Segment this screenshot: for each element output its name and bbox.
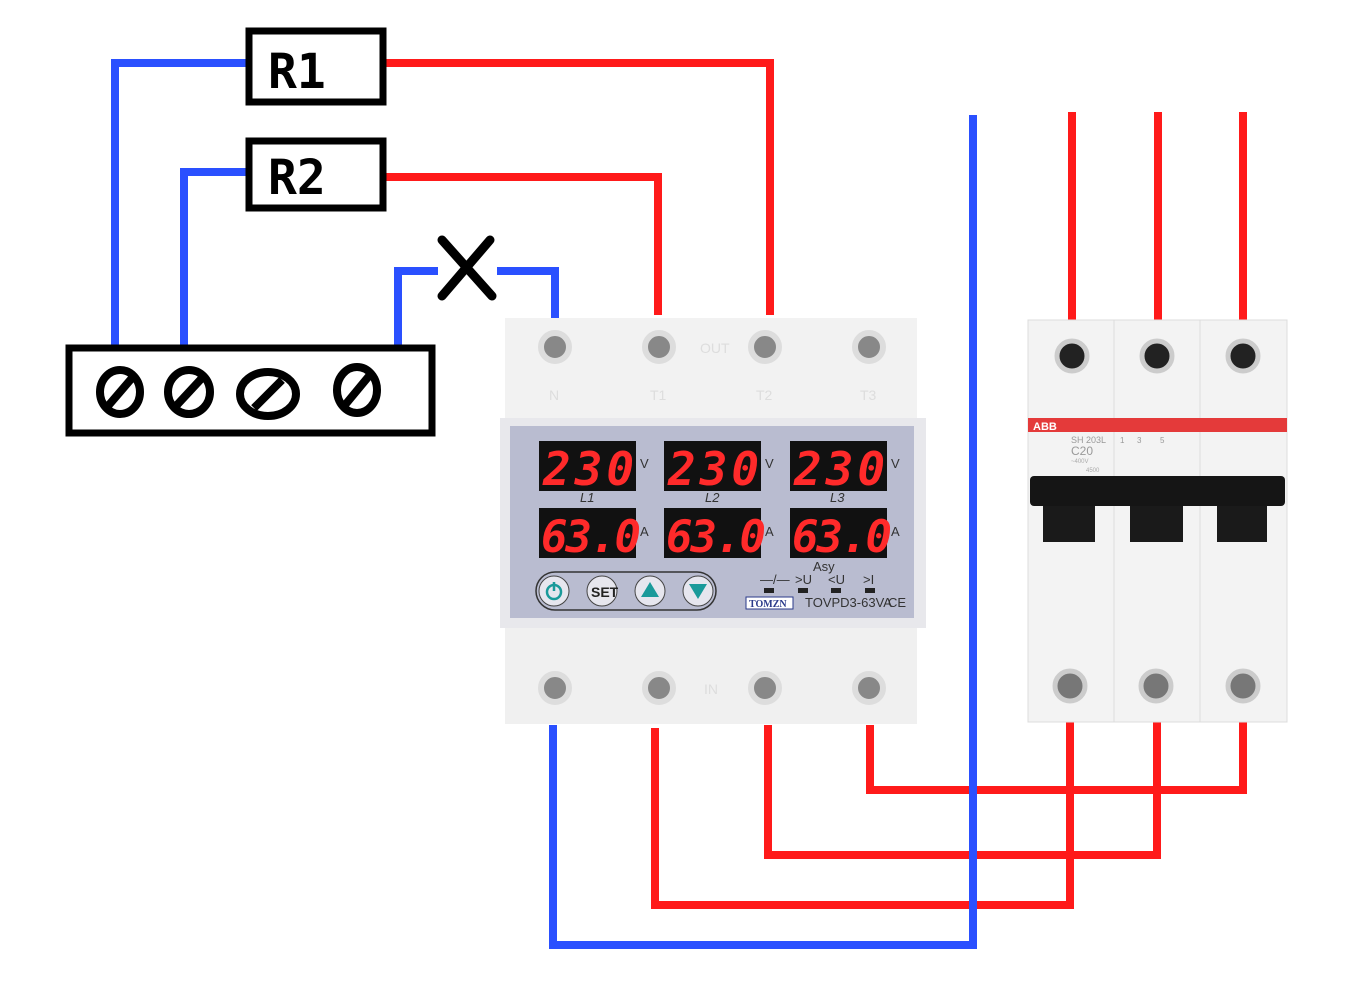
neutral-wire-cut-left bbox=[394, 267, 438, 347]
set-button[interactable]: SET bbox=[586, 575, 619, 607]
neutral-wire-cut-right bbox=[497, 267, 559, 318]
triangle-up-icon bbox=[641, 582, 659, 597]
in-label: IN bbox=[704, 681, 718, 697]
indicator-label: >U bbox=[795, 572, 812, 587]
indicator-label: >I bbox=[863, 572, 874, 587]
breaker-voltage: ~400V bbox=[1071, 459, 1089, 465]
breaker-brand: ABB bbox=[1033, 421, 1057, 433]
wires bbox=[111, 59, 1247, 949]
voltage-l1: 230 bbox=[542, 442, 638, 496]
down-button[interactable] bbox=[682, 575, 714, 607]
resistor-r2: R2 bbox=[245, 137, 387, 212]
set-label: SET bbox=[591, 584, 619, 600]
phase-wire-l1 bbox=[651, 720, 1074, 909]
phase-label: L3 bbox=[830, 490, 845, 505]
breaker-rating: C20 bbox=[1071, 444, 1093, 458]
tomzn-relay-device: N T1 T2 T3 OUT IN 230 230 230 V V V L1 L… bbox=[500, 318, 926, 724]
neutral-wire-r1 bbox=[111, 59, 248, 347]
pole-label: 5 bbox=[1160, 436, 1165, 445]
ce-mark: CE bbox=[888, 595, 906, 610]
brand-logo bbox=[745, 596, 794, 610]
neutral-wire-r2 bbox=[180, 168, 248, 347]
current-l2: 63.0 bbox=[666, 512, 764, 563]
current-displays: 63.0 63.0 63.0 A A A bbox=[539, 508, 900, 563]
voltage-l2: 230 bbox=[667, 442, 763, 496]
pole-label: 1 bbox=[1120, 436, 1125, 445]
abb-circuit-breaker: ABB SH 203L C20 ~400V 4500 1 3 5 bbox=[1027, 319, 1288, 723]
pole-label: 3 bbox=[1137, 436, 1142, 445]
phase-label: L2 bbox=[705, 490, 720, 505]
unit-label: V bbox=[765, 456, 774, 471]
unit-label: A bbox=[765, 524, 774, 539]
brand-label: TOMZN bbox=[749, 599, 787, 610]
resistor-label: R2 bbox=[268, 150, 326, 206]
phase-label: L1 bbox=[580, 490, 594, 505]
neutral-main-wire bbox=[549, 115, 977, 949]
breaker-capacity: 4500 bbox=[1086, 468, 1100, 474]
power-button[interactable] bbox=[538, 575, 570, 607]
cut-x-icon bbox=[437, 235, 497, 301]
current-l3: 63.0 bbox=[792, 512, 890, 563]
button-panel bbox=[535, 571, 717, 611]
terminal-block bbox=[65, 344, 436, 437]
up-button[interactable] bbox=[634, 575, 666, 607]
triangle-down-icon bbox=[689, 584, 707, 599]
indicator-label: —/— bbox=[760, 572, 790, 587]
phase-wire-r2 bbox=[384, 173, 662, 315]
terminal-label: T1 bbox=[650, 387, 667, 403]
current-l1: 63.0 bbox=[541, 512, 639, 563]
breaker-model: SH 203L bbox=[1071, 435, 1106, 445]
breaker-toggle-handle[interactable] bbox=[1030, 476, 1285, 542]
terminal-label: T2 bbox=[756, 387, 773, 403]
voltage-displays: 230 230 230 V V V L1 L2 L3 bbox=[539, 441, 900, 505]
unit-label: V bbox=[891, 456, 900, 471]
voltage-l3: 230 bbox=[793, 442, 889, 496]
indicator-label: <U bbox=[828, 572, 845, 587]
unit-label: A bbox=[640, 524, 649, 539]
terminal-screws bbox=[538, 330, 886, 705]
asy-label: Asy bbox=[813, 559, 835, 574]
phase-wire-l3 bbox=[866, 720, 1247, 794]
resistor-r1: R1 bbox=[245, 27, 387, 106]
breaker-screws bbox=[1054, 338, 1261, 374]
out-label: OUT bbox=[700, 340, 730, 356]
unit-label: V bbox=[640, 456, 649, 471]
resistor-label: R1 bbox=[268, 44, 326, 100]
indicator-leds bbox=[764, 588, 875, 593]
unit-label: A bbox=[891, 524, 900, 539]
terminal-label: T3 bbox=[860, 387, 877, 403]
model-label: TOVPD3-63VA bbox=[805, 595, 892, 610]
terminal-label: N bbox=[549, 387, 559, 403]
phase-wire-r1 bbox=[384, 59, 774, 315]
